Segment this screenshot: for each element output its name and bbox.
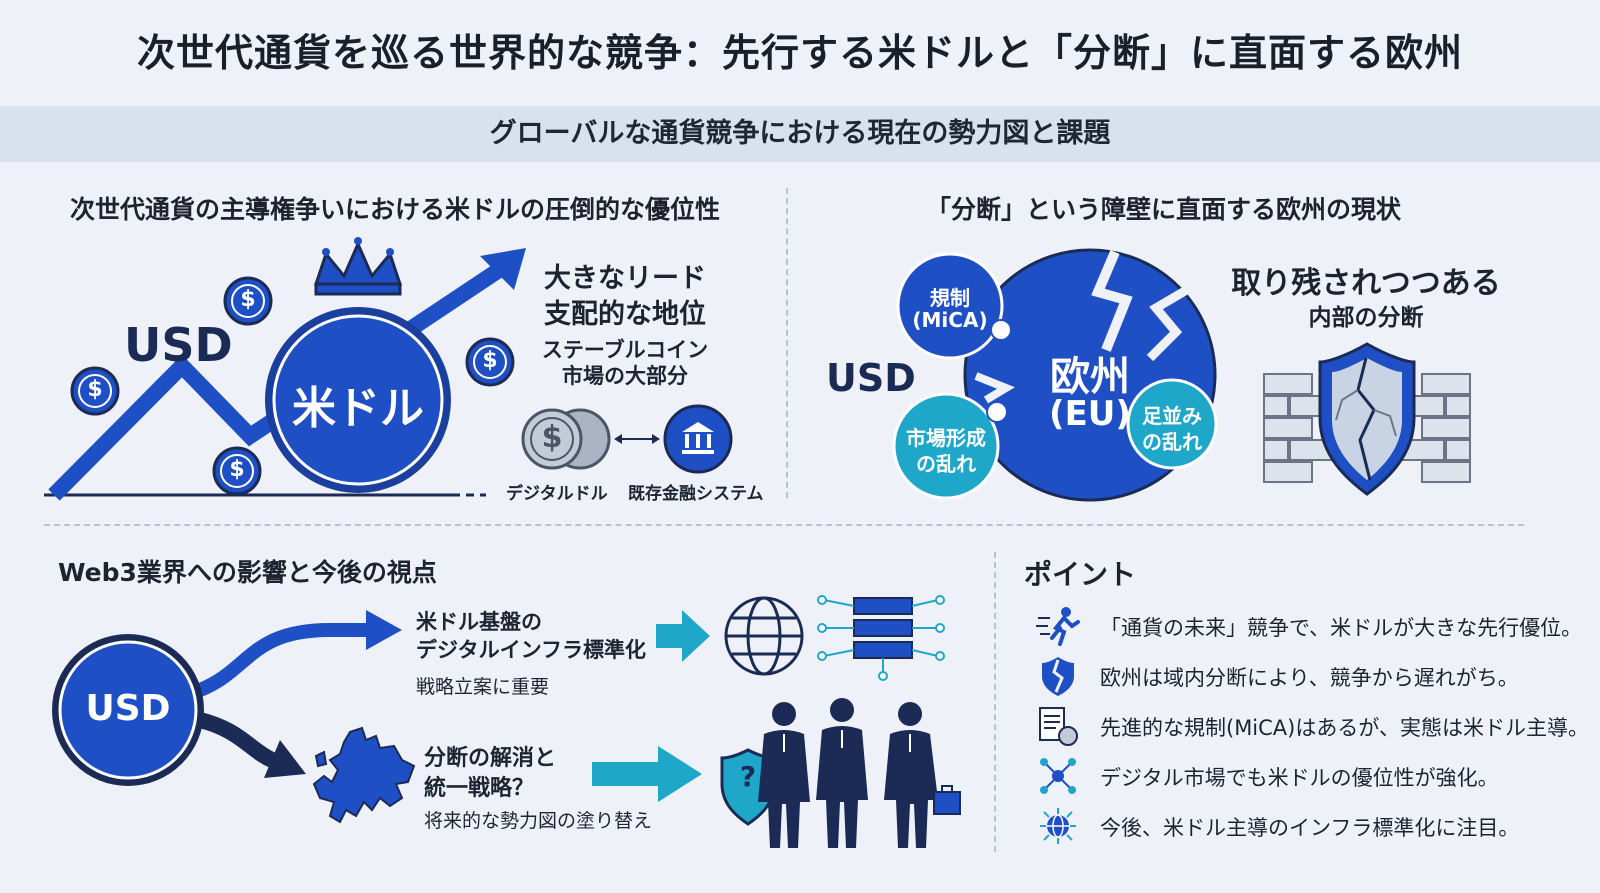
dollar-symbol: $ — [240, 287, 256, 312]
bank-icon — [663, 404, 733, 474]
europe-map-icon — [312, 726, 416, 824]
regulation-label-2: (MiCA) — [912, 308, 988, 332]
stablecoin-line-2: 市場の大部分 — [562, 364, 688, 388]
lead-line-2: 支配的な地位 — [544, 299, 706, 330]
usd-label: USD — [124, 318, 233, 372]
usd-label-eu: USD — [826, 356, 916, 400]
existing-system-label: 既存金融システム — [628, 484, 764, 504]
digital-dollar-label: デジタルドル — [506, 484, 608, 504]
path1-line-1: 米ドル基盤の — [416, 610, 542, 634]
left-behind-label: 取り残されつつある — [1231, 266, 1501, 301]
usd-source-label: USD — [85, 688, 171, 729]
point-text: 欧州は域内分断により、競争から遅れがち。 — [1100, 666, 1519, 690]
lead-line-1: 大きなリード — [544, 263, 706, 294]
usd-coin-label: 米ドル — [292, 383, 424, 434]
stablecoin-line-1: ステーブルコイン — [541, 338, 709, 362]
internal-division-label: 内部の分断 — [1308, 305, 1424, 331]
trend-arrow-head — [480, 248, 526, 290]
usd-dominance-heading: 次世代通貨の主導権争いにおける米ドルの圧倒的な優位性 — [70, 195, 721, 224]
pace-label-2: の乱れ — [1142, 430, 1202, 454]
dollar-symbol: $ — [87, 377, 103, 402]
silver-dollar-symbol: $ — [541, 420, 563, 455]
point-item: デジタル市場でも米ドルの優位性が強化。 — [1036, 756, 1596, 796]
path1-note: 戦略立案に重要 — [416, 676, 550, 698]
document-coin-icon — [1039, 707, 1078, 746]
double-arrow-icon — [614, 434, 660, 444]
point-item: 「通貨の未来」競争で、米ドルが大きな先行優位。 — [1036, 606, 1596, 646]
eu-label-line-1: 欧州 — [1050, 354, 1130, 400]
cracked-eu-puzzle — [892, 248, 1218, 502]
usd-source-circle — [58, 640, 198, 780]
points-heading: ポイント — [1024, 558, 1137, 591]
subtitle-band: グローバルな通貨競争における現在の勢力図と課題 — [0, 106, 1600, 162]
dollar-symbol: $ — [482, 348, 498, 373]
globe-network-icon — [1040, 808, 1076, 844]
unity-strategy-illustration — [592, 698, 961, 848]
point-text: 先進的な規制(MiCA)はあるが、実態は米ドル主導。 — [1100, 716, 1589, 740]
path1-line-2: デジタルインフラ標準化 — [416, 638, 646, 662]
lower-path-arrow — [197, 712, 276, 768]
crown-icon — [313, 237, 403, 296]
silver-coins-icon — [521, 408, 611, 470]
bottom-vertical-separator — [994, 552, 996, 852]
teal-arrow-icon — [592, 746, 702, 802]
regulation-label-1: 規制 — [930, 286, 970, 310]
cracked-shield-icon — [1042, 657, 1074, 696]
dollar-coin-icon — [212, 446, 262, 496]
regulation-puzzle-piece — [896, 252, 1012, 360]
runner-icon — [1036, 607, 1080, 646]
page-title: 次世代通貨を巡る世界的な競争：先行する米ドルと「分断」に直面する欧州 — [136, 31, 1463, 75]
infra-arrow-network — [656, 595, 945, 681]
dollar-coin-icon — [223, 276, 273, 326]
usd-paths-diagram — [52, 610, 402, 786]
europe-division-heading: 「分断」という障壁に直面する欧州の現状 — [926, 195, 1402, 224]
point-text: 「通貨の未来」競争で、米ドルが大きな先行優位。 — [1100, 616, 1583, 640]
web3-impact-heading: Web3業界への影響と今後の視点 — [58, 558, 437, 587]
digital-dollar-vs-bank — [521, 404, 733, 474]
point-text: 今後、米ドル主導のインフラ標準化に注目。 — [1100, 816, 1520, 840]
brick-wall-shield-icon — [1263, 342, 1471, 496]
pace-label-1: 足並み — [1142, 404, 1202, 428]
market-puzzle-piece — [892, 392, 1008, 500]
eu-label-line-2: (EU) — [1049, 394, 1131, 434]
businesspeople-icon — [758, 698, 961, 848]
point-text: デジタル市場でも米ドルの優位性が強化。 — [1100, 766, 1499, 790]
usd-growth-illustration — [44, 237, 526, 501]
dollar-coin-icon — [465, 337, 515, 387]
pace-puzzle-piece — [1126, 378, 1218, 470]
point-item: 欧州は域内分断により、競争から遅れがち。 — [1036, 656, 1596, 696]
point-item: 今後、米ドル主導のインフラ標準化に注目。 — [1036, 806, 1596, 846]
teal-arrow-icon — [656, 610, 710, 662]
upper-path-arrow — [197, 623, 366, 697]
network-icon — [1040, 758, 1076, 794]
server-network-icon — [817, 595, 945, 681]
dollar-symbol: $ — [229, 457, 245, 482]
crack-line — [1091, 250, 1133, 352]
dollar-coin-icon — [70, 366, 120, 416]
top-vertical-separator — [786, 188, 788, 498]
market-label-2: の乱れ — [916, 452, 976, 476]
market-label-1: 市場形成 — [906, 426, 986, 450]
path2-note: 将来的な勢力図の塗り替え — [424, 810, 653, 832]
subtitle: グローバルな通貨競争における現在の勢力図と課題 — [489, 118, 1111, 149]
globe-icon — [724, 596, 804, 676]
question-mark: ? — [739, 760, 757, 793]
horizontal-separator — [44, 524, 1524, 526]
point-item: 先進的な規制(MiCA)はあるが、実態は米ドル主導。 — [1036, 706, 1596, 746]
path2-line-2: 統一戦略？ — [424, 776, 535, 801]
path2-line-1: 分断の解消と — [424, 746, 557, 771]
